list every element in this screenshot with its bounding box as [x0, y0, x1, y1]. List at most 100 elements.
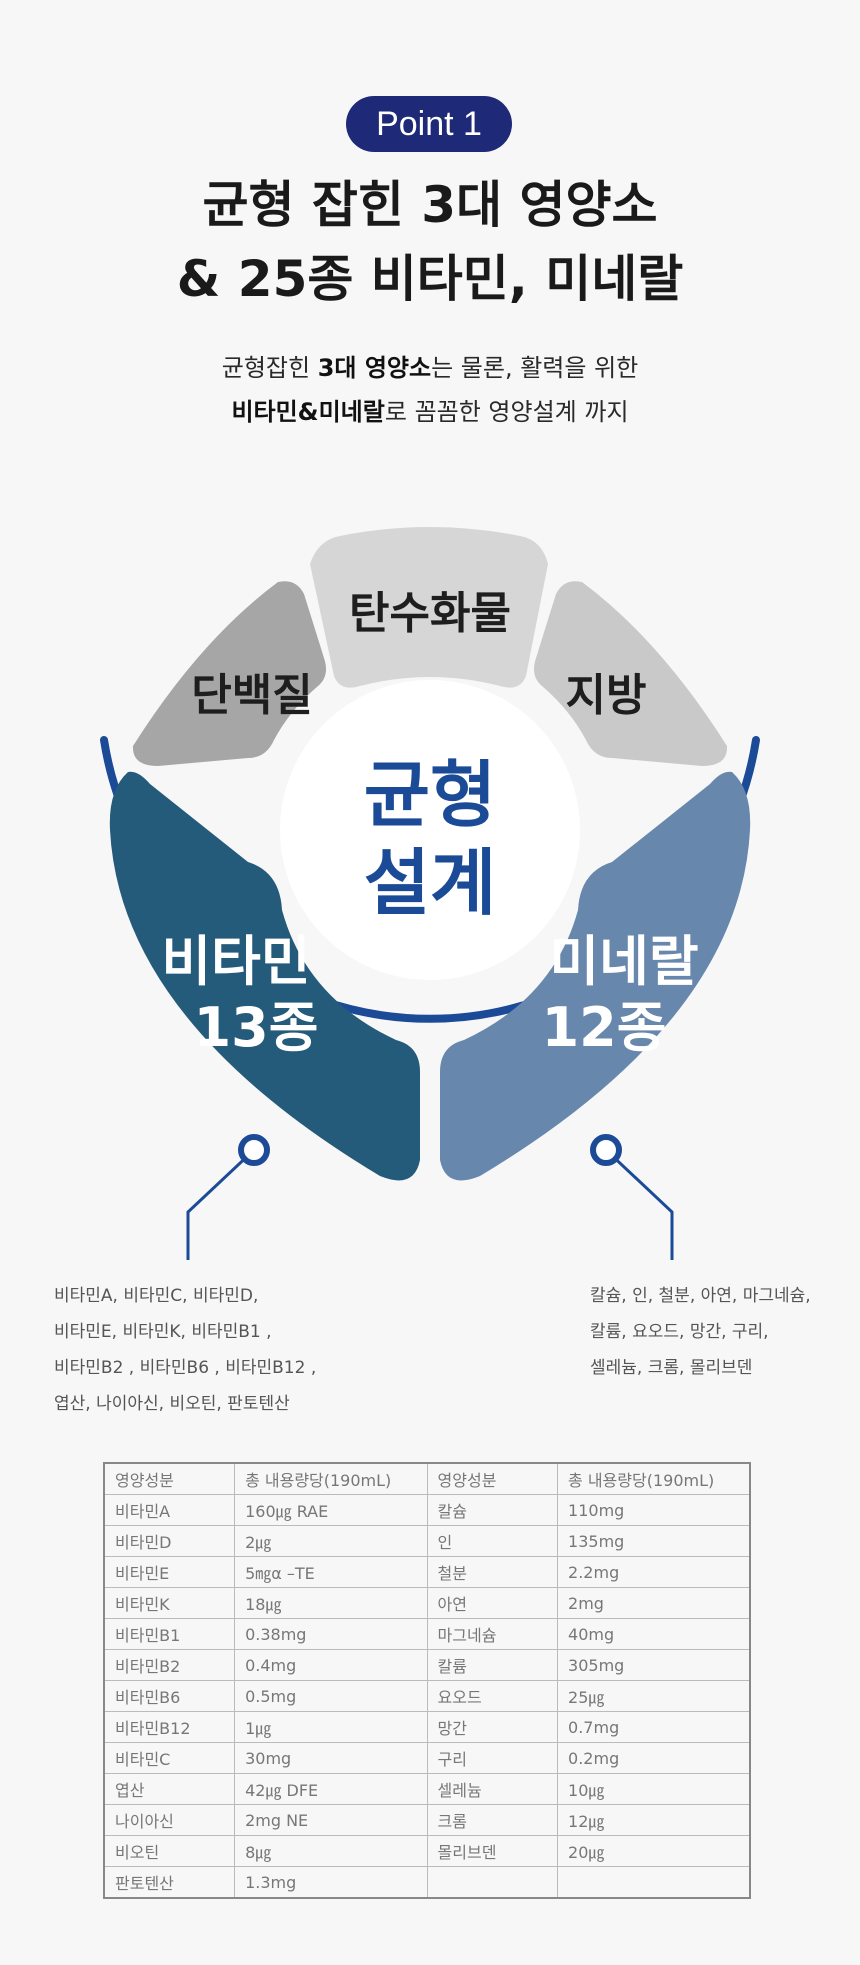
table-cell: 판토텐산	[103, 1866, 236, 1899]
table-cell: 0.2mg	[557, 1742, 751, 1774]
protein-label: 단백질	[191, 670, 312, 721]
mineral-callout-dot	[590, 1134, 622, 1166]
table-cell: 칼륨	[426, 1649, 559, 1681]
table-cell: 2㎍	[234, 1525, 428, 1557]
table-cell: 110mg	[557, 1494, 751, 1526]
table-cell	[426, 1866, 559, 1899]
point-badge: Point 1	[346, 96, 512, 152]
table-cell: 비타민C	[103, 1742, 236, 1774]
subtitle-line-2: 비타민&미네랄로 꼼꼼한 영양설계 까지	[231, 398, 629, 426]
vitamin-list-line: 비타민E, 비타민K, 비타민B1 ,	[54, 1322, 272, 1342]
vitamin-label-line-2: 13종	[194, 996, 319, 1059]
table-cell: 0.7mg	[557, 1711, 751, 1743]
table-cell: 몰리브덴	[426, 1835, 559, 1867]
table-cell: 인	[426, 1525, 559, 1557]
mineral-list-line: 셀레늄, 크롬, 몰리브덴	[590, 1358, 753, 1378]
table-cell: 비타민B12	[103, 1711, 236, 1743]
mineral-list-line: 칼슘, 인, 철분, 아연, 마그네슘,	[590, 1286, 811, 1306]
table-cell: 비타민B6	[103, 1680, 236, 1712]
vitamin-list-line: 비타민B2 , 비타민B6 , 비타민B12 ,	[54, 1358, 317, 1378]
table-cell: 135mg	[557, 1525, 751, 1557]
protein-segment	[132, 581, 326, 766]
table-cell: 25㎍	[557, 1680, 751, 1712]
table-cell: 0.38mg	[234, 1618, 428, 1650]
fat-segment	[534, 581, 728, 766]
table-cell: 12㎍	[557, 1804, 751, 1836]
table-cell: 2mg	[557, 1587, 751, 1619]
center-label-line-1: 균형	[364, 753, 496, 837]
vitamin-list-line: 비타민A, 비타민C, 비타민D,	[54, 1286, 259, 1306]
mineral-segment	[440, 771, 751, 1181]
table-header-cell: 총 내용량당(190mL)	[557, 1462, 751, 1495]
table-cell: 비오틴	[103, 1835, 236, 1867]
table-cell: 160㎍ RAE	[234, 1494, 428, 1526]
table-cell: 구리	[426, 1742, 559, 1774]
fat-label: 지방	[566, 670, 647, 721]
table-cell: 아연	[426, 1587, 559, 1619]
nutrition-wheel: 단백질 탄수화물 지방 균형 설계 비타민 13종 미네랄 12종	[100, 527, 760, 1260]
vitamin-list-line: 엽산, 나이아신, 비오틴, 판토텐산	[54, 1394, 290, 1414]
title-line-2: & 25종 비타민, 미네랄	[176, 250, 684, 308]
mineral-callout-line	[604, 1148, 674, 1260]
table-cell	[557, 1866, 751, 1899]
mineral-label-line-1: 미네랄	[549, 930, 698, 993]
table-header-cell: 영양성분	[426, 1462, 559, 1495]
title-line-1: 균형 잡힌 3대 영양소	[202, 176, 658, 234]
table-cell: 나이아신	[103, 1804, 236, 1836]
mineral-label-line-2: 12종	[542, 996, 667, 1059]
table-cell: 크롬	[426, 1804, 559, 1836]
vitamin-list: 비타민A, 비타민C, 비타민D, 비타민E, 비타민K, 비타민B1 , 비타…	[54, 1278, 316, 1422]
table-header-cell: 영양성분	[103, 1462, 236, 1495]
table-cell: 비타민B2	[103, 1649, 236, 1681]
table-cell: 비타민A	[103, 1494, 236, 1526]
table-header-cell: 총 내용량당(190mL)	[234, 1462, 428, 1495]
table-cell: 10㎍	[557, 1773, 751, 1805]
table-cell: 엽산	[103, 1773, 236, 1805]
table-cell: 0.4mg	[234, 1649, 428, 1681]
table-cell: 마그네슘	[426, 1618, 559, 1650]
table-cell: 비타민D	[103, 1525, 236, 1557]
carbs-segment	[310, 527, 548, 688]
vitamin-label-line-1: 비타민	[161, 930, 310, 993]
table-cell: 요오드	[426, 1680, 559, 1712]
nutrition-table: 영양성분 총 내용량당(190mL) 영양성분 총 내용량당(190mL) 비타…	[103, 1462, 751, 1899]
table-cell: 8㎍	[234, 1835, 428, 1867]
vitamin-callout-line	[186, 1148, 256, 1260]
vitamin-callout-dot	[238, 1134, 270, 1166]
table-cell: 5㎎α –TE	[234, 1556, 428, 1588]
vitamin-segment	[109, 771, 421, 1181]
table-cell: 30mg	[234, 1742, 428, 1774]
table-cell: 비타민K	[103, 1587, 236, 1619]
table-cell: 칼슘	[426, 1494, 559, 1526]
table-cell: 2mg NE	[234, 1804, 428, 1836]
table-cell: 비타민E	[103, 1556, 236, 1588]
subtitle-line-1: 균형잡힌 3대 영양소는 물론, 활력을 위한	[221, 354, 639, 382]
table-cell: 비타민B1	[103, 1618, 236, 1650]
table-cell: 42㎍ DFE	[234, 1773, 428, 1805]
table-cell: 40mg	[557, 1618, 751, 1650]
table-cell: 0.5mg	[234, 1680, 428, 1712]
carbs-label: 탄수화물	[349, 588, 511, 639]
table-header-row: 영양성분 총 내용량당(190mL) 영양성분 총 내용량당(190mL)	[103, 1462, 751, 1495]
table-cell: 18㎍	[234, 1587, 428, 1619]
table-cell: 망간	[426, 1711, 559, 1743]
table-cell: 1.3mg	[234, 1866, 428, 1899]
table-cell: 철분	[426, 1556, 559, 1588]
table-cell: 20㎍	[557, 1835, 751, 1867]
table-cell: 305mg	[557, 1649, 751, 1681]
table-cell: 1㎍	[234, 1711, 428, 1743]
